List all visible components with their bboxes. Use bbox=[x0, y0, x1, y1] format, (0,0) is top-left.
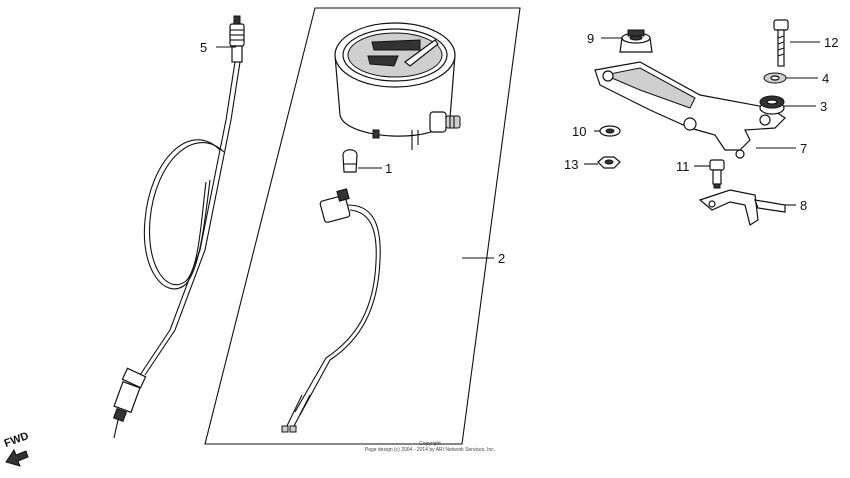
speedometer-cable bbox=[112, 15, 245, 439]
callout-2: 2 bbox=[498, 251, 505, 266]
callout-13: 13 bbox=[564, 157, 578, 172]
bolt-12 bbox=[773, 19, 789, 67]
grommet-3 bbox=[759, 95, 785, 115]
copyright-line-2: Page design (c) 2004 - 2014 by ARI Netwo… bbox=[364, 447, 496, 453]
washer-4 bbox=[763, 72, 787, 84]
copyright-notice: Copyright Page design (c) 2004 - 2014 by… bbox=[320, 441, 540, 453]
callout-8: 8 bbox=[800, 198, 807, 213]
callout-11: 11 bbox=[676, 159, 690, 174]
stay-bracket bbox=[698, 189, 786, 226]
grommet-9 bbox=[619, 29, 653, 53]
bolt-11 bbox=[709, 159, 725, 189]
copyright-line-1: Copyright bbox=[419, 441, 441, 447]
callout-12: 12 bbox=[824, 35, 838, 50]
mounting-bracket bbox=[594, 61, 786, 159]
callout-5: 5 bbox=[200, 40, 207, 55]
nut-13 bbox=[597, 156, 621, 169]
callout-10: 10 bbox=[572, 124, 586, 139]
bulb bbox=[342, 149, 358, 173]
assembly-outline bbox=[204, 7, 521, 445]
leader-lines bbox=[216, 37, 820, 259]
callout-9: 9 bbox=[587, 31, 594, 46]
fwd-arrow-icon bbox=[5, 448, 29, 467]
washer-10 bbox=[599, 125, 621, 137]
callout-1: 1 bbox=[385, 161, 392, 176]
bulb-socket-wiring bbox=[281, 188, 381, 433]
callout-4: 4 bbox=[822, 71, 829, 86]
callout-7: 7 bbox=[800, 141, 807, 156]
callout-3: 3 bbox=[820, 99, 827, 114]
speedometer-gauge bbox=[334, 22, 461, 150]
